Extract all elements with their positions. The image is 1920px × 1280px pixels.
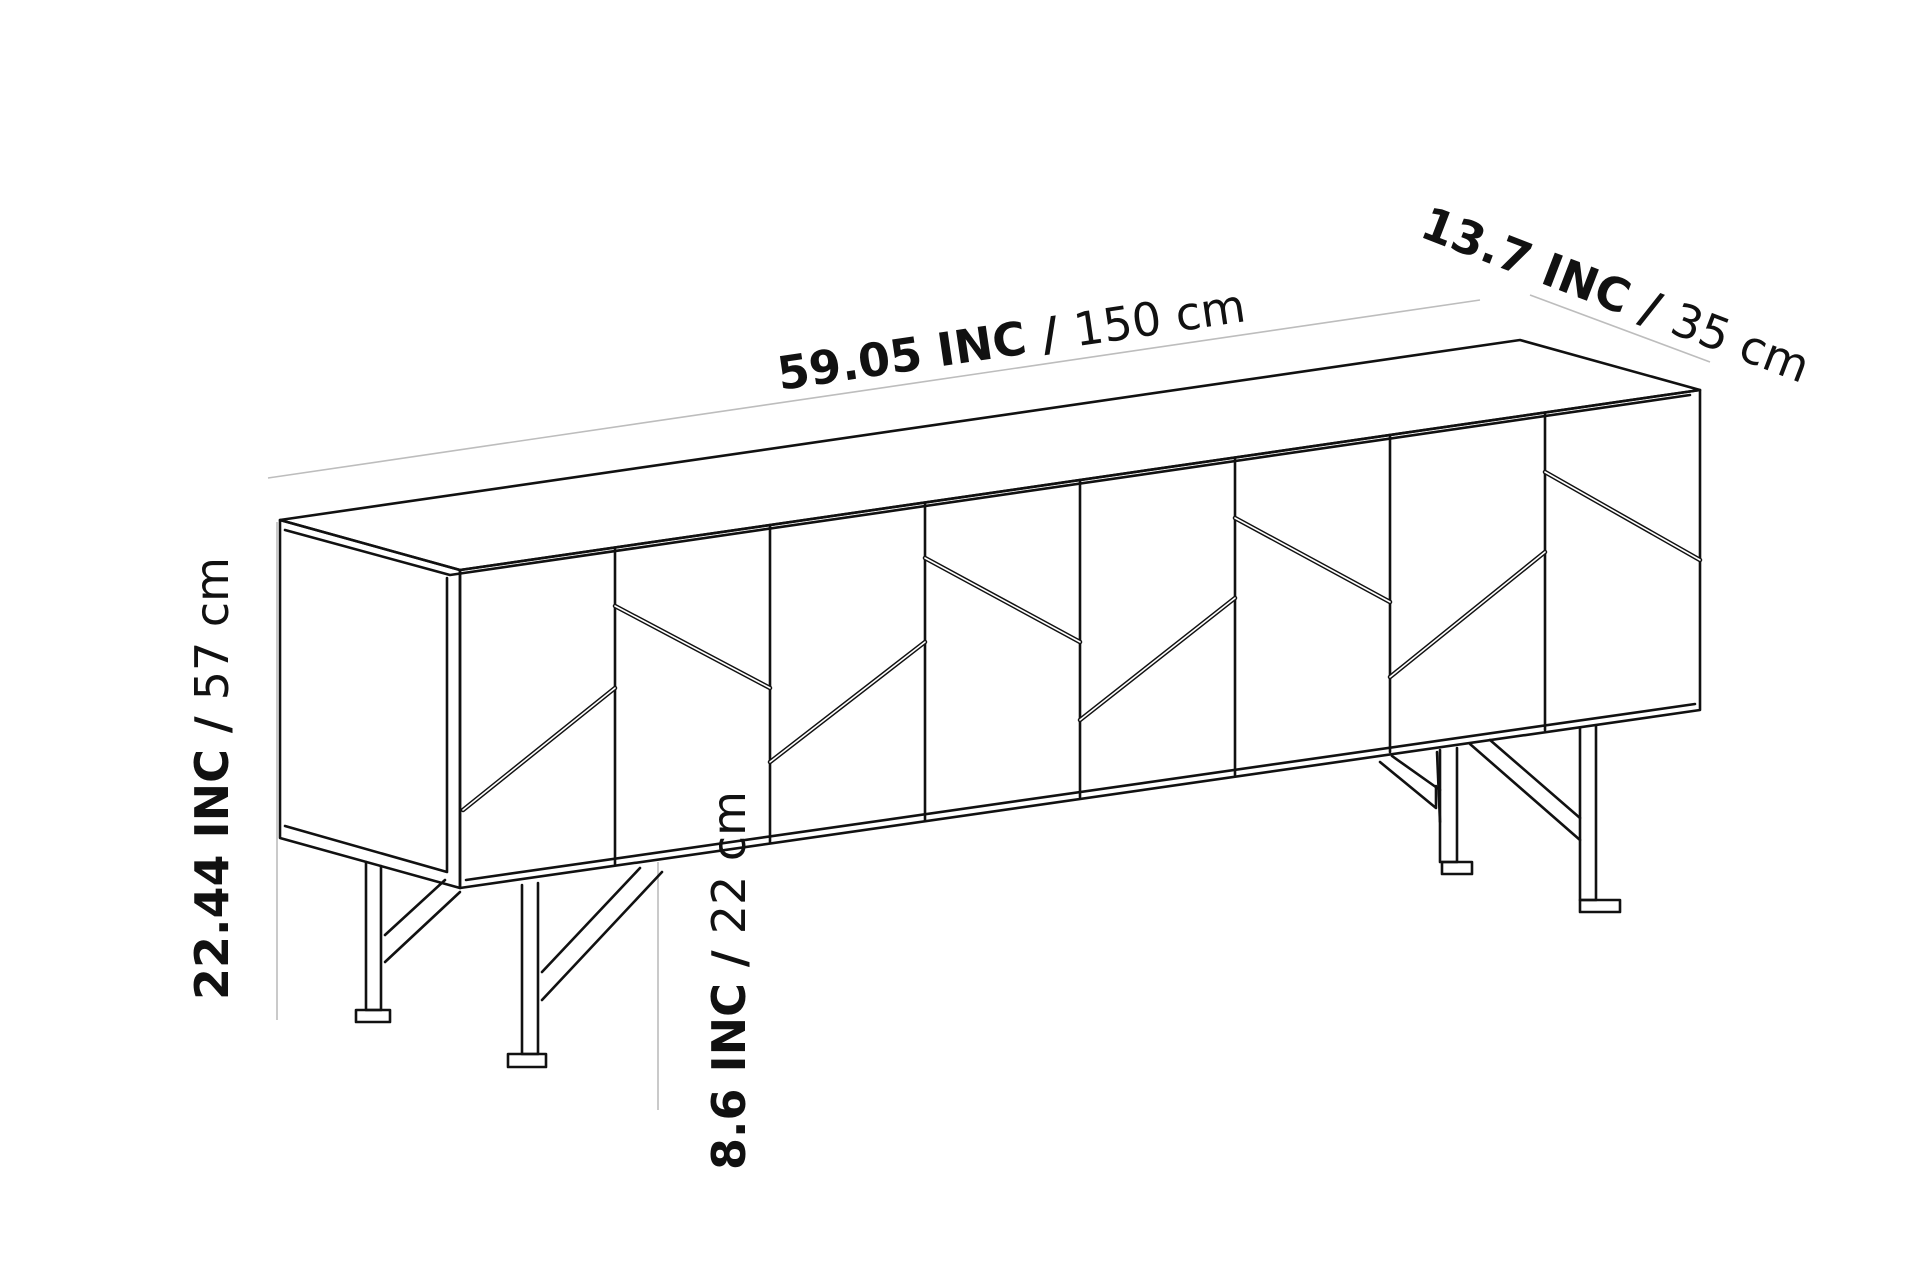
height-separator: /: [185, 700, 239, 749]
height-dimension-label: 22.44 INC / 57 cm: [185, 557, 239, 1000]
width-guide-line: [267, 299, 1481, 479]
cabinet-top-surface: [278, 338, 1702, 572]
height-inches: 22.44 INC: [185, 749, 239, 1000]
groove-5: [1077, 595, 1238, 723]
leg-centimeters: 22 cm: [702, 791, 756, 934]
leg-inches: 8.6 INC: [702, 983, 756, 1170]
leg-separator: /: [702, 934, 756, 983]
cabinet-body: [278, 338, 1702, 890]
leg-dimension-label: 8.6 INC / 22 cm: [702, 791, 756, 1170]
depth-centimeters: 35 cm: [1664, 292, 1817, 394]
cabinet-left-side-inner: [283, 576, 449, 874]
groove-8: [1542, 469, 1703, 563]
front-right-leg: [506, 866, 664, 1069]
width-separator: /: [1022, 304, 1078, 365]
height-centimeters: 57 cm: [185, 557, 239, 700]
width-centimeters: 150 cm: [1070, 278, 1249, 357]
cabinet-top-inner-edge: [283, 393, 1692, 577]
depth-guide-line: [1529, 294, 1711, 363]
back-left-leg: [1378, 746, 1474, 876]
groove-6: [1232, 515, 1393, 605]
groove-2: [612, 603, 773, 691]
depth-dimension-label: 13.7 INC / 35 cm: [1414, 196, 1817, 394]
width-dimension-label: 59.05 INC / 150 cm: [774, 278, 1249, 400]
back-right-leg: [1468, 724, 1622, 914]
groove-1: [460, 685, 618, 813]
front-left-leg: [354, 860, 462, 1024]
groove-7: [1387, 549, 1548, 680]
width-inches: 59.05 INC: [774, 311, 1030, 401]
door-grooves: [460, 469, 1703, 813]
groove-3: [767, 639, 928, 765]
groove-4: [922, 555, 1083, 645]
dimension-guides: [267, 294, 1711, 1110]
cabinet-front-face: [458, 388, 1702, 890]
